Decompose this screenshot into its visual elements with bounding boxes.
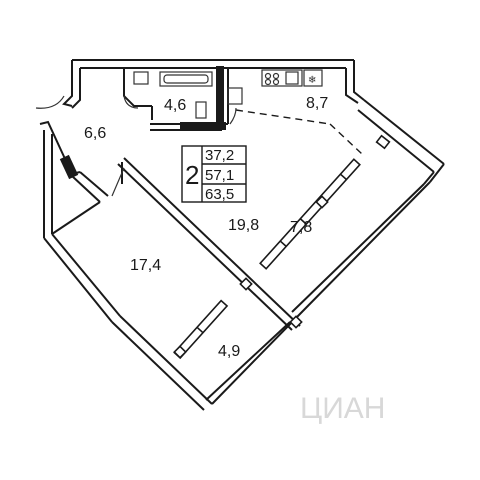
- room-area-bedroom: 17,4: [130, 257, 161, 274]
- toilet: [133, 71, 149, 85]
- svg-text:❄: ❄: [308, 75, 316, 86]
- watermark: ЦИАН: [300, 392, 385, 425]
- fixtures: ❄: [133, 69, 323, 119]
- total-area: 57,1: [205, 167, 234, 184]
- bathtub: [159, 71, 213, 87]
- total-with-balcony: 63,5: [205, 186, 234, 203]
- room-count: 2: [185, 160, 199, 190]
- room-area-hall: 6,6: [84, 125, 106, 142]
- summary-box: 2 37,2 57,1 63,5: [181, 145, 247, 203]
- room-area-balcony-small: 4,9: [218, 343, 240, 360]
- kitchen-counter: [261, 69, 303, 87]
- sink: [195, 101, 207, 119]
- wall-post-2: [289, 315, 303, 329]
- load-bearing-walls: [59, 66, 226, 180]
- window-living: [259, 158, 361, 270]
- window-kitchen: [375, 134, 391, 150]
- wall-post: [239, 277, 253, 291]
- doors: [35, 95, 237, 197]
- fridge: [303, 69, 323, 87]
- wall-post-3: [173, 345, 187, 359]
- living-area: 37,2: [205, 147, 234, 164]
- room-area-kitchen: 8,7: [306, 95, 328, 112]
- windows: [173, 134, 391, 360]
- washer: [227, 87, 243, 105]
- wall-post-4: [315, 195, 329, 209]
- outer-walls: [39, 59, 445, 411]
- room-area-living: 19,8: [228, 217, 259, 234]
- room-area-balcony-main: 7,8: [290, 219, 312, 236]
- room-area-bathroom: 4,6: [164, 97, 186, 114]
